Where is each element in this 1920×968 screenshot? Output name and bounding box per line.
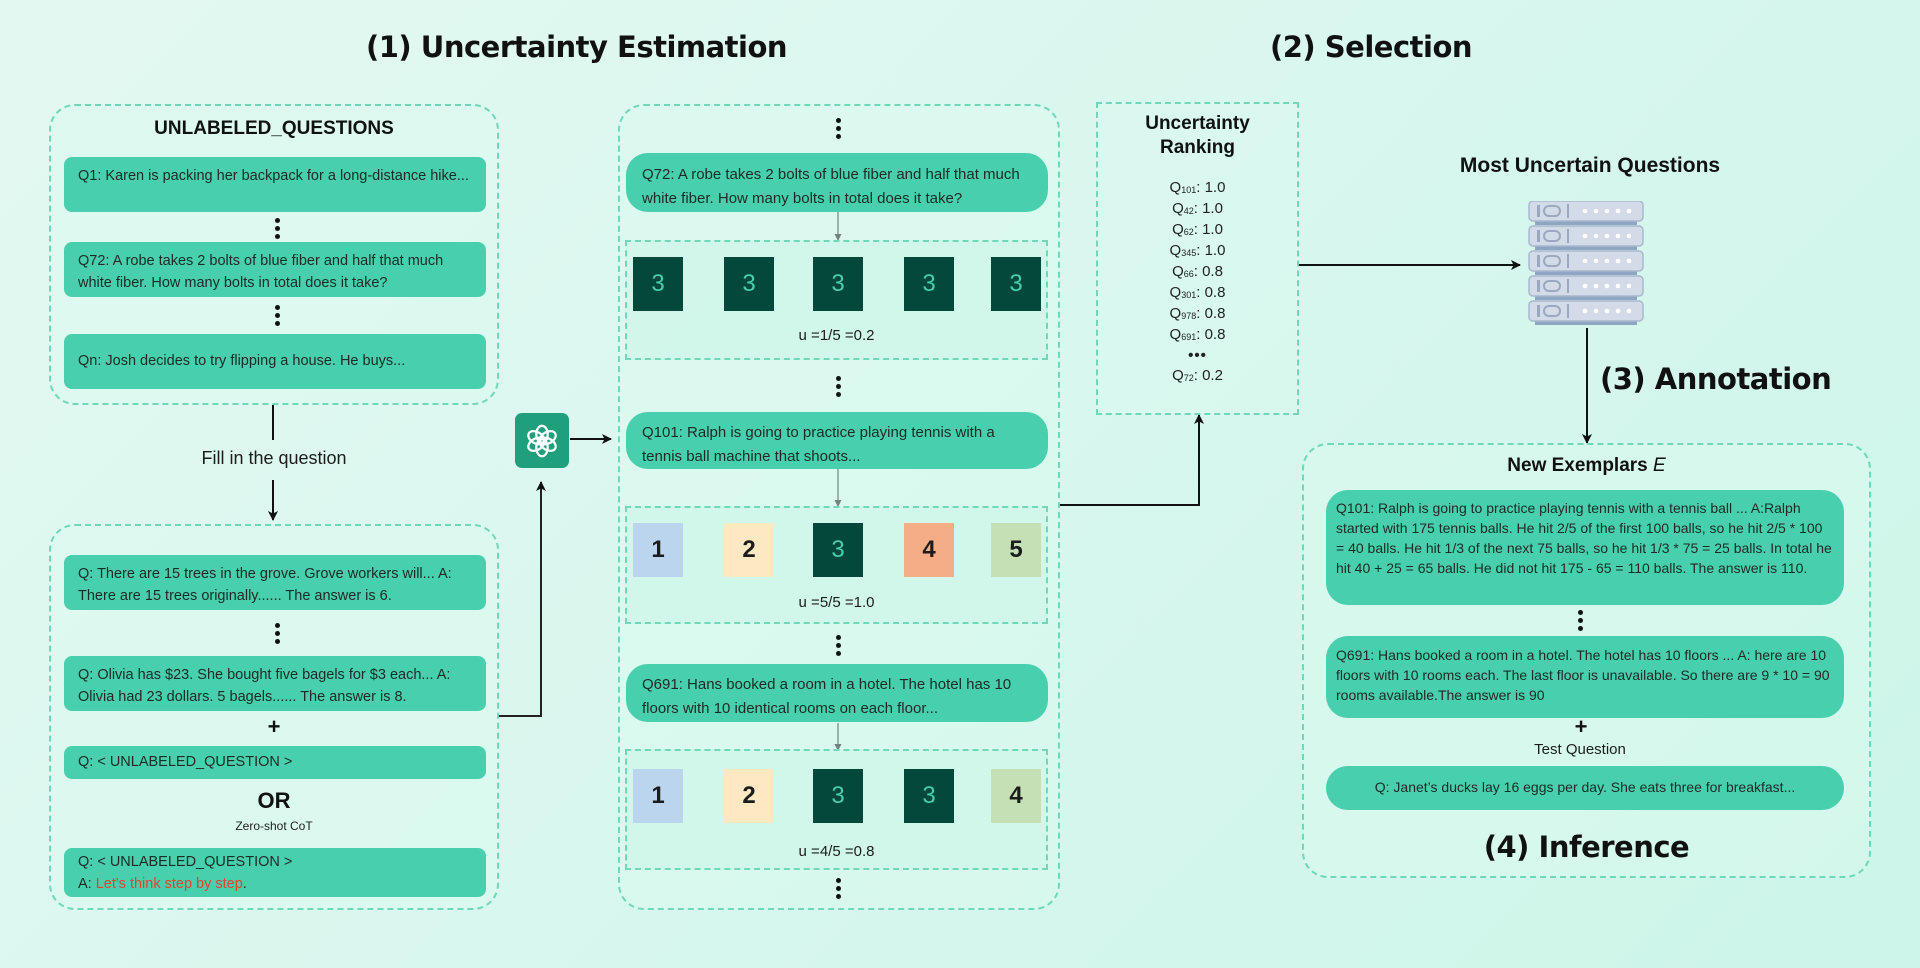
uncertainty-ranking-panel xyxy=(1096,102,1299,415)
answer-box: 3 xyxy=(991,257,1041,311)
new-exemplars-label: New Exemplars xyxy=(1507,455,1654,476)
answer-suffix: . xyxy=(242,876,247,892)
arrow-samples-to-ranking xyxy=(1060,414,1204,506)
exemplar-card: Q: There are 15 trees in the grove. Grov… xyxy=(64,555,486,610)
zero-shot-answer: A: Let's think step by step. xyxy=(78,873,472,895)
ranking-item: Q301: 0.8 xyxy=(1169,284,1226,301)
answer-box: 3 xyxy=(904,257,954,311)
test-question-card: Q: Janet’s ducks lay 16 eggs per day. Sh… xyxy=(1326,766,1844,810)
answer-box: 2 xyxy=(724,769,774,823)
vertical-ellipsis-icon xyxy=(1577,610,1583,634)
answer-box: 1 xyxy=(633,523,683,577)
answer-box: 3 xyxy=(633,257,683,311)
uncertainty-value: u =5/5 =1.0 xyxy=(798,594,875,611)
zero-shot-cot-card: Q: < UNLABELED_QUESTION > A: Let's think… xyxy=(64,848,486,897)
ranking-item: Q66: 0.8 xyxy=(1172,263,1223,280)
vertical-ellipsis-icon xyxy=(835,118,841,142)
section-title-inference: (4) Inference xyxy=(1483,830,1690,864)
unlabeled-questions-heading: UNLABELED_QUESTIONS xyxy=(154,118,394,139)
sample-question-card: Q691: Hans booked a room in a hotel. The… xyxy=(626,664,1048,722)
unlabeled-placeholder-card: Q: < UNLABELED_QUESTION > xyxy=(64,746,486,779)
ranking-item: Q62: 1.0 xyxy=(1172,221,1223,238)
sample-question-card: Q72: A robe takes 2 bolts of blue fiber … xyxy=(626,153,1048,212)
ranking-item: Q72: 0.2 xyxy=(1172,367,1223,384)
section-title-annotation: (3) Annotation xyxy=(1600,362,1832,396)
ranking-item: Q101: 1.0 xyxy=(1169,179,1226,196)
vertical-ellipsis-icon xyxy=(274,623,280,647)
unlabeled-question-card: Q72: A robe takes 2 bolts of blue fiber … xyxy=(64,242,486,297)
new-exemplar-card: Q691: Hans booked a room in a hotel. The… xyxy=(1326,636,1844,718)
ranking-item: Q978: 0.8 xyxy=(1169,305,1226,322)
answer-box: 4 xyxy=(904,523,954,577)
section-title-selection: (2) Selection xyxy=(1270,30,1473,64)
new-exemplar-card: Q101: Ralph is going to practice playing… xyxy=(1326,490,1844,605)
vertical-ellipsis-icon xyxy=(274,218,280,242)
uncertainty-value: u =1/5 =0.2 xyxy=(798,327,875,344)
ranking-item: Q42: 1.0 xyxy=(1172,200,1223,217)
fill-in-question-label: Fill in the question xyxy=(201,448,347,468)
ranking-item: Q345: 1.0 xyxy=(1169,242,1226,259)
answer-box: 3 xyxy=(724,257,774,311)
exemplar-card: Q: Olivia has $23. She bought five bagel… xyxy=(64,656,486,711)
plus-icon: + xyxy=(1574,714,1588,739)
sample-question-card: Q101: Ralph is going to practice playing… xyxy=(626,412,1048,469)
answer-box: 3 xyxy=(813,523,863,577)
server-stack-icon xyxy=(1527,200,1645,334)
ranking-item: Q691: 0.8 xyxy=(1169,326,1226,343)
or-label: OR xyxy=(257,788,291,813)
zero-shot-cot-label: Zero-shot CoT xyxy=(235,819,313,833)
ranking-heading-line2: Ranking xyxy=(1160,137,1235,158)
exemplar-set-symbol: E xyxy=(1653,455,1666,476)
vertical-ellipsis-icon xyxy=(274,305,280,329)
answer-prefix: A: xyxy=(78,876,96,892)
answer-box: 5 xyxy=(991,523,1041,577)
unlabeled-question-card: Q1: Karen is packing her backpack for a … xyxy=(64,157,486,212)
new-exemplars-heading: New Exemplars E xyxy=(1302,455,1871,477)
uncertainty-value: u =4/5 =0.8 xyxy=(798,843,875,860)
plus-icon: + xyxy=(267,714,281,739)
answer-box: 3 xyxy=(904,769,954,823)
ranking-heading-line1: Uncertainty xyxy=(1145,113,1250,134)
arrow-prompt-to-llm xyxy=(499,481,546,717)
answer-box: 2 xyxy=(724,523,774,577)
vertical-ellipsis-icon xyxy=(835,376,841,400)
answer-box: 4 xyxy=(991,769,1041,823)
vertical-ellipsis-icon xyxy=(835,878,841,902)
uncertainty-ranking-heading: Uncertainty Ranking xyxy=(1096,112,1299,160)
section-title-uncertainty-estimation: (1) Uncertainty Estimation xyxy=(366,30,788,64)
openai-knot-glyph xyxy=(527,424,557,457)
answer-box: 1 xyxy=(633,769,683,823)
cot-trigger-text: Let's think step by step xyxy=(95,876,243,892)
test-question-label: Test Question xyxy=(1534,741,1626,758)
most-uncertain-heading: Most Uncertain Questions xyxy=(1459,154,1721,177)
answer-box: 3 xyxy=(813,769,863,823)
zero-shot-question: Q: < UNLABELED_QUESTION > xyxy=(78,854,293,870)
openai-logo-icon xyxy=(515,413,569,468)
ranking-ellipsis: ••• xyxy=(1188,347,1207,364)
answer-box: 3 xyxy=(813,257,863,311)
vertical-ellipsis-icon xyxy=(835,635,841,659)
unlabeled-question-card: Qn: Josh decides to try flipping a house… xyxy=(64,334,486,389)
